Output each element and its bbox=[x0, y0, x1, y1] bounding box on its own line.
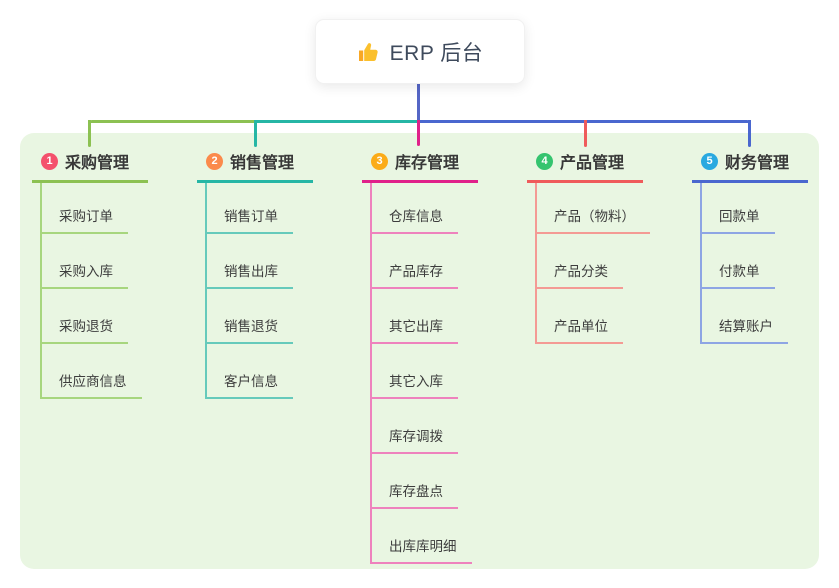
branch-drop-line-3 bbox=[417, 120, 420, 146]
branch-title[interactable]: 3 库存管理 bbox=[362, 149, 478, 183]
branches-panel bbox=[20, 133, 819, 569]
child-node[interactable]: 产品分类 bbox=[537, 234, 623, 289]
branch-badge: 5 bbox=[701, 152, 718, 170]
child-node[interactable]: 产品单位 bbox=[537, 289, 623, 344]
child-node[interactable]: 结算账户 bbox=[702, 289, 788, 344]
branch-purchase: 1 采购管理 采购订单 采购入库 采购退货 供应商信息 bbox=[32, 149, 202, 399]
bus-line-teal bbox=[255, 120, 419, 123]
child-node[interactable]: 库存盘点 bbox=[372, 454, 458, 509]
branch-title[interactable]: 2 销售管理 bbox=[197, 149, 313, 183]
branch-title[interactable]: 5 财务管理 bbox=[692, 149, 808, 183]
root-label: ERP 后台 bbox=[389, 41, 484, 65]
branch-title[interactable]: 4 产品管理 bbox=[527, 149, 643, 183]
child-node[interactable]: 销售退货 bbox=[207, 289, 293, 344]
branch-children: 销售订单 销售出库 销售退货 客户信息 bbox=[205, 183, 367, 399]
root-node[interactable]: ERP 后台 bbox=[315, 19, 525, 84]
child-node[interactable]: 客户信息 bbox=[207, 344, 293, 399]
branch-badge: 1 bbox=[41, 152, 58, 170]
branch-drop-line-1 bbox=[88, 120, 91, 147]
child-node[interactable]: 付款单 bbox=[702, 234, 775, 289]
branch-inventory: 3 库存管理 仓库信息 产品库存 其它出库 其它入库 库存调拨 库存盘点 出库库… bbox=[362, 149, 532, 564]
child-node[interactable]: 仓库信息 bbox=[372, 183, 458, 234]
branch-label: 库存管理 bbox=[395, 155, 460, 172]
root-connector-line bbox=[417, 82, 420, 123]
child-node[interactable]: 销售订单 bbox=[207, 183, 293, 234]
branch-label: 采购管理 bbox=[65, 155, 130, 172]
child-node[interactable]: 采购入库 bbox=[42, 234, 128, 289]
branch-drop-line-4 bbox=[584, 120, 587, 147]
child-node[interactable]: 供应商信息 bbox=[42, 344, 142, 399]
branch-label: 产品管理 bbox=[560, 155, 625, 172]
branch-label: 财务管理 bbox=[725, 155, 790, 172]
branch-badge: 4 bbox=[536, 152, 553, 170]
child-node[interactable]: 其它入库 bbox=[372, 344, 458, 399]
child-node[interactable]: 销售出库 bbox=[207, 234, 293, 289]
branch-finance: 5 财务管理 回款单 付款单 结算账户 bbox=[692, 149, 839, 344]
child-node[interactable]: 产品（物料） bbox=[537, 183, 650, 234]
child-node[interactable]: 采购退货 bbox=[42, 289, 128, 344]
branch-children: 仓库信息 产品库存 其它出库 其它入库 库存调拨 库存盘点 出库库明细 bbox=[370, 183, 532, 564]
thumbs-up-icon bbox=[358, 42, 378, 61]
branch-label: 销售管理 bbox=[230, 155, 295, 172]
child-node[interactable]: 其它出库 bbox=[372, 289, 458, 344]
branch-children: 回款单 付款单 结算账户 bbox=[700, 183, 839, 344]
branch-title[interactable]: 1 采购管理 bbox=[32, 149, 148, 183]
branch-drop-line-5 bbox=[748, 120, 751, 147]
branch-badge: 2 bbox=[206, 152, 223, 170]
bus-line-green bbox=[89, 120, 255, 123]
child-node[interactable]: 出库库明细 bbox=[372, 509, 472, 564]
child-node[interactable]: 库存调拨 bbox=[372, 399, 458, 454]
child-node[interactable]: 产品库存 bbox=[372, 234, 458, 289]
branch-badge: 3 bbox=[371, 152, 388, 170]
child-node[interactable]: 回款单 bbox=[702, 183, 775, 234]
branch-sales: 2 销售管理 销售订单 销售出库 销售退货 客户信息 bbox=[197, 149, 367, 399]
branch-drop-line-2 bbox=[254, 120, 257, 147]
child-node[interactable]: 采购订单 bbox=[42, 183, 128, 234]
branch-children: 产品（物料） 产品分类 产品单位 bbox=[535, 183, 697, 344]
branch-children: 采购订单 采购入库 采购退货 供应商信息 bbox=[40, 183, 202, 399]
branch-product: 4 产品管理 产品（物料） 产品分类 产品单位 bbox=[527, 149, 697, 344]
